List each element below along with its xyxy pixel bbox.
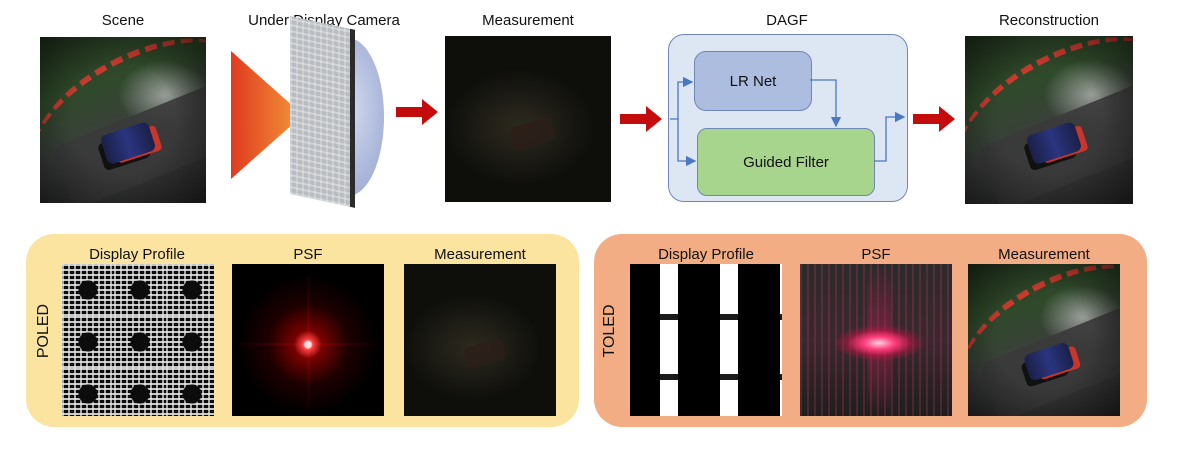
- toled-measurement-label: Measurement: [998, 246, 1090, 263]
- arrow-right-icon: [396, 99, 438, 125]
- poled-measurement-image: [404, 264, 556, 416]
- toled-psf-image: [800, 264, 952, 416]
- measurement-label: Measurement: [482, 12, 574, 29]
- toled-side-label: TOLED: [601, 304, 618, 358]
- reconstruction-image: [965, 36, 1133, 204]
- poled-psf-image: [232, 264, 384, 416]
- toled-psf-label: PSF: [861, 246, 891, 263]
- dagf-label: DAGF: [766, 12, 808, 29]
- guided-filter-block: Guided Filter: [697, 128, 875, 196]
- toled-measurement-image: [968, 264, 1120, 416]
- scene-image: [40, 37, 206, 203]
- display-panel-icon: [290, 16, 355, 208]
- reconstruction-label: Reconstruction: [998, 12, 1100, 29]
- arrow-right-icon: [620, 106, 662, 132]
- guided-filter-label: Guided Filter: [743, 153, 829, 171]
- udc-label: Under Display Camera: [248, 12, 400, 29]
- arrow-right-icon: [913, 106, 955, 132]
- lr-net-label: LR Net: [729, 72, 777, 90]
- toled-display-profile-image: [630, 264, 782, 416]
- poled-display-profile-label: Display Profile: [89, 246, 185, 263]
- poled-side-label: POLED: [35, 303, 52, 359]
- measurement-image: [445, 36, 611, 202]
- scene-label: Scene: [101, 12, 145, 29]
- poled-psf-label: PSF: [293, 246, 323, 263]
- poled-measurement-label: Measurement: [434, 246, 526, 263]
- dagf-connectors: [670, 76, 906, 167]
- toled-display-profile-label: Display Profile: [658, 246, 754, 263]
- poled-display-profile-image: [62, 264, 214, 416]
- lr-net-block: LR Net: [694, 51, 812, 111]
